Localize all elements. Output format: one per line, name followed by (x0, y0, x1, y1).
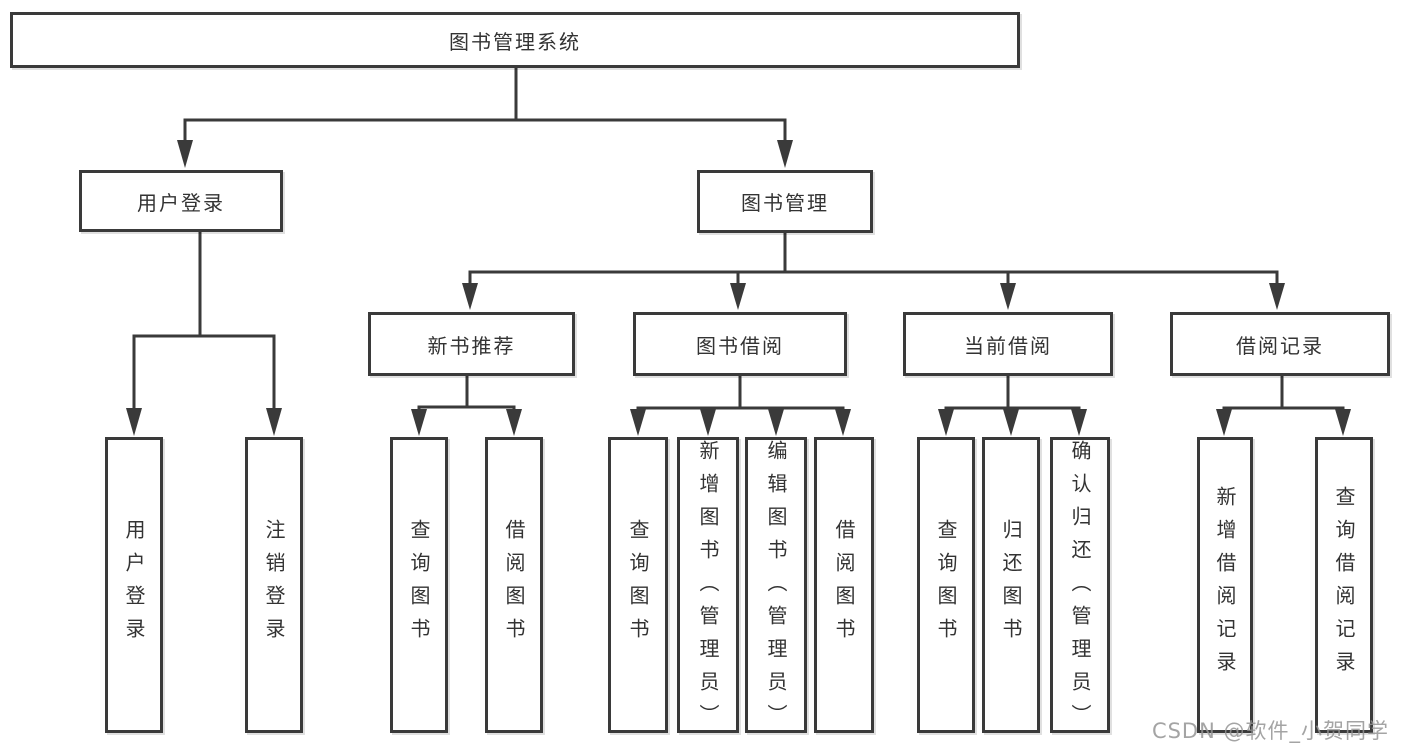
arrow-rec-borrow (506, 409, 522, 436)
arrow-bb-add (700, 409, 716, 436)
leaf-borrow-books-borrowing: 借阅图书 (814, 437, 874, 733)
leaf-borrow-books-recommend: 借阅图书 (485, 437, 543, 733)
leaf-return-book: 归还图书 (982, 437, 1040, 733)
node-label: 借阅图书 (502, 519, 526, 651)
arrow-book-borrowing (730, 283, 746, 310)
arrow-current-borrowing (1000, 283, 1016, 310)
node-label: 查询图书 (934, 519, 958, 651)
connector-borrowing-branch (636, 406, 845, 413)
leaf-add-book-admin: 新增图书（管理员） (677, 437, 739, 737)
node-label: 归还图书 (999, 519, 1023, 651)
node-label: 用户登录 (122, 519, 146, 651)
node-label: 借阅记录 (1236, 333, 1324, 358)
leaf-query-books-borrowing: 查询图书 (608, 437, 668, 733)
arrow-leaf-user-login (126, 408, 142, 436)
arrow-user-login (177, 140, 193, 168)
node-label: 查询图书 (626, 519, 650, 651)
node-label: 借阅图书 (832, 519, 856, 651)
node-new-book-recommend: 新书推荐 (368, 312, 575, 376)
arrow-rec-query-record (1335, 409, 1351, 436)
node-label: 当前借阅 (964, 333, 1052, 358)
node-label: 图书借阅 (696, 333, 784, 358)
arrow-cur-return (1003, 409, 1019, 436)
node-label: 确认归还（管理员） (1068, 440, 1092, 737)
node-library-management-system: 图书管理系统 (10, 12, 1020, 68)
node-current-borrowing: 当前借阅 (903, 312, 1113, 376)
arrow-book-management (777, 140, 793, 168)
connector-level2-branch (468, 270, 1279, 286)
connector-userlogin-branch (132, 334, 276, 412)
watermark: CSDN @软件_小贺同学 (1151, 719, 1389, 743)
arrow-rec-query (411, 409, 427, 436)
leaf-query-books-recommend: 查询图书 (390, 437, 448, 733)
arrow-rec-add-record (1216, 409, 1232, 436)
leaf-confirm-return-admin: 确认归还（管理员） (1050, 437, 1110, 737)
arrow-borrowing-records (1269, 283, 1285, 310)
arrow-leaf-logout (266, 408, 282, 436)
arrow-bb-edit (768, 409, 784, 436)
arrow-cur-confirm (1071, 409, 1087, 436)
node-label: 查询借阅记录 (1332, 486, 1356, 684)
node-label: 图书管理系统 (449, 29, 581, 54)
leaf-user-login: 用户登录 (105, 437, 163, 733)
node-label: 新增借阅记录 (1213, 486, 1237, 684)
arrow-bb-query (630, 409, 646, 436)
node-label: 编辑图书（管理员） (764, 440, 788, 737)
leaf-query-borrow-record: 查询借阅记录 (1315, 437, 1373, 733)
node-label: 新增图书（管理员） (696, 440, 720, 737)
arrow-cur-query (938, 409, 954, 436)
node-book-management: 图书管理 (697, 170, 873, 233)
node-user-login: 用户登录 (79, 170, 283, 232)
leaf-edit-book-admin: 编辑图书（管理员） (745, 437, 807, 737)
leaf-query-books-current: 查询图书 (917, 437, 975, 733)
connector-records-branch (1222, 406, 1345, 413)
node-label: 用户登录 (137, 190, 225, 215)
node-book-borrowing: 图书借阅 (633, 312, 847, 376)
node-label: 图书管理 (741, 191, 829, 215)
leaf-logout: 注销登录 (245, 437, 303, 733)
node-label: 新书推荐 (427, 333, 516, 358)
arrow-new-book-recommend (462, 283, 478, 310)
node-label: 注销登录 (262, 519, 286, 651)
arrow-bb-borrow (835, 409, 851, 436)
connector-level1-branch (183, 118, 787, 143)
node-label: 查询图书 (407, 519, 431, 651)
connector-recommend-branch (417, 405, 516, 413)
leaf-add-borrow-record: 新增借阅记录 (1197, 437, 1253, 733)
node-borrowing-records: 借阅记录 (1170, 312, 1390, 376)
